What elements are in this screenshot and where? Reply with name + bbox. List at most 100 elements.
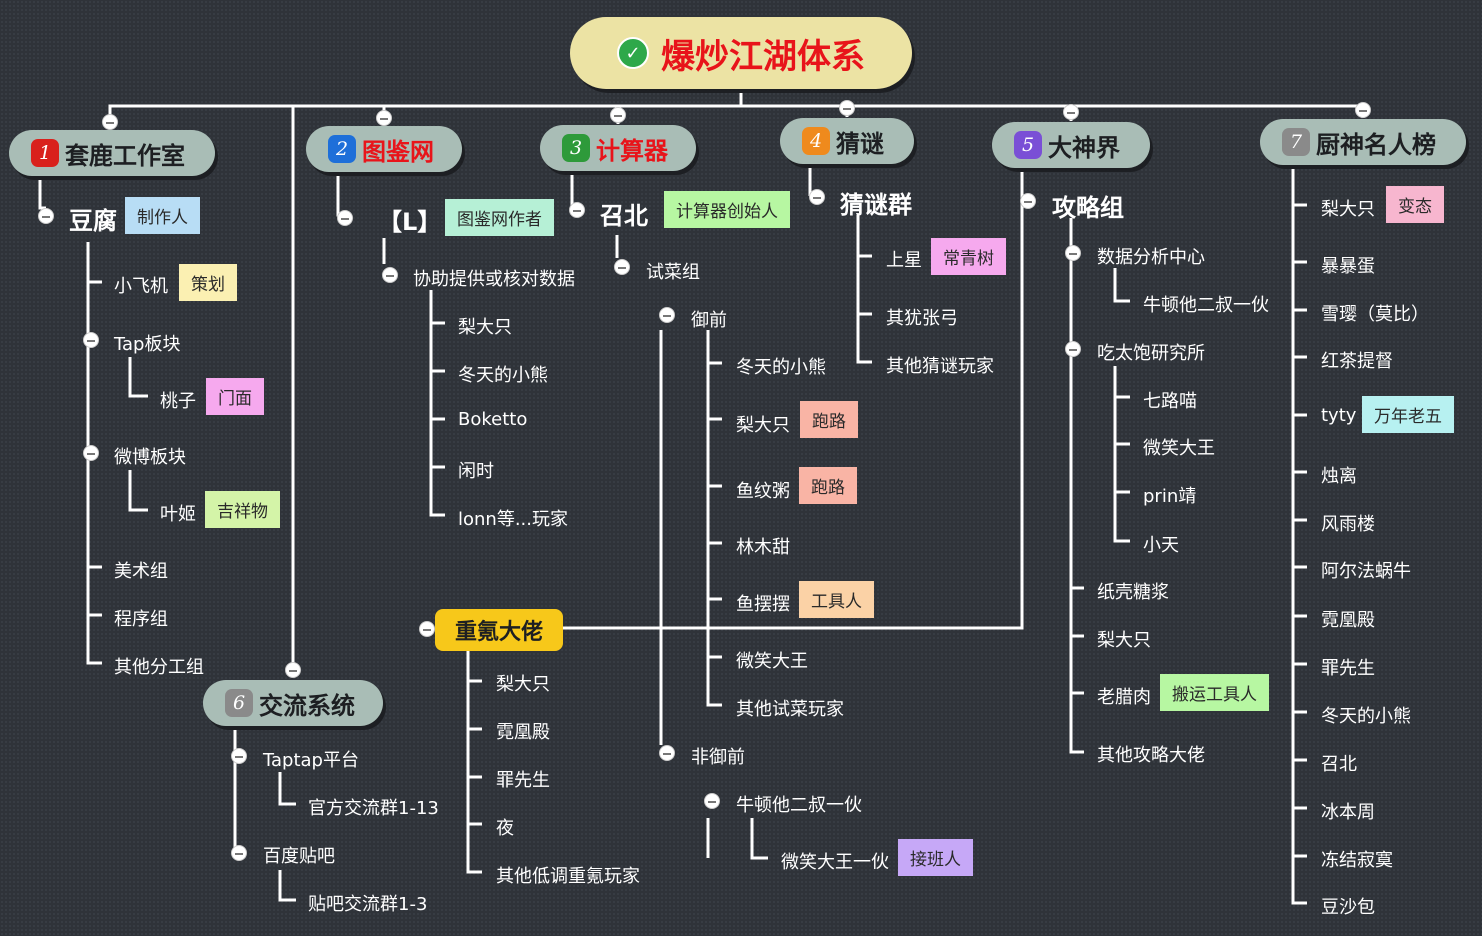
calc-item[interactable]: 微笑大王 bbox=[736, 651, 808, 672]
fame-item[interactable]: tyty bbox=[1321, 405, 1357, 426]
collapse-toggle-icon[interactable] bbox=[419, 621, 435, 637]
taolu-item[interactable]: 美术组 bbox=[114, 561, 168, 582]
exchange-baidu[interactable]: 百度贴吧 bbox=[263, 846, 335, 867]
taolu-item[interactable]: 微博板块 bbox=[114, 447, 186, 468]
fame-item[interactable]: 冰本周 bbox=[1321, 802, 1375, 823]
riddle-item[interactable]: 其他猜谜玩家 bbox=[886, 356, 994, 377]
fame-item[interactable]: 霓凰殿 bbox=[1321, 610, 1375, 631]
collapse-toggle-icon[interactable] bbox=[839, 100, 855, 116]
collapse-toggle-icon[interactable] bbox=[337, 210, 353, 226]
collapse-toggle-icon[interactable] bbox=[659, 745, 675, 761]
taolu-item[interactable]: Tap板块 bbox=[114, 334, 181, 355]
calc-yuqian[interactable]: 御前 bbox=[691, 310, 727, 331]
fame-item[interactable]: 冬天的小熊 bbox=[1321, 706, 1411, 727]
fame-item[interactable]: 烛离 bbox=[1321, 466, 1357, 487]
branch-3-calc[interactable]: 3 计算器 bbox=[540, 125, 696, 171]
taolu-item[interactable]: 叶姬 bbox=[160, 504, 196, 525]
collapse-toggle-icon[interactable] bbox=[102, 114, 118, 130]
collapse-toggle-icon[interactable] bbox=[382, 267, 398, 283]
exchange-item[interactable]: 官方交流群1-13 bbox=[308, 798, 439, 819]
calc-head[interactable]: 召北 bbox=[600, 202, 648, 230]
heavy-item[interactable]: 其他低调重氪玩家 bbox=[496, 866, 640, 887]
collapse-toggle-icon[interactable] bbox=[809, 189, 825, 205]
collapse-toggle-icon[interactable] bbox=[83, 332, 99, 348]
tujian-head[interactable]: 【L】 bbox=[378, 208, 442, 236]
master-item[interactable]: 小天 bbox=[1143, 535, 1179, 556]
branch-5-master[interactable]: 5 大神界 bbox=[992, 122, 1150, 168]
taolu-item[interactable]: 其他分工组 bbox=[114, 657, 204, 678]
master-item[interactable]: 梨大只 bbox=[1097, 630, 1151, 651]
riddle-item[interactable]: 上星 bbox=[886, 250, 922, 271]
heavy-spender-node[interactable]: 重氪大佬 bbox=[435, 609, 563, 651]
fame-item[interactable]: 豆沙包 bbox=[1321, 897, 1375, 918]
collapse-toggle-icon[interactable] bbox=[1065, 245, 1081, 261]
collapse-toggle-icon[interactable] bbox=[704, 793, 720, 809]
master-item[interactable]: 牛顿他二叔一伙 bbox=[1143, 295, 1269, 316]
calc-item[interactable]: 林木甜 bbox=[736, 537, 790, 558]
master-item[interactable]: 微笑大王 bbox=[1143, 438, 1215, 459]
tujian-item[interactable]: 梨大只 bbox=[458, 317, 512, 338]
collapse-toggle-icon[interactable] bbox=[285, 662, 301, 678]
calc-item[interactable]: 冬天的小熊 bbox=[736, 357, 826, 378]
collapse-toggle-icon[interactable] bbox=[83, 445, 99, 461]
root-topic[interactable]: ✓ 爆炒江湖体系 bbox=[570, 17, 912, 89]
collapse-toggle-icon[interactable] bbox=[659, 307, 675, 323]
master-item[interactable]: 纸壳糖浆 bbox=[1097, 582, 1169, 603]
master-head[interactable]: 攻略组 bbox=[1052, 194, 1124, 222]
fame-item[interactable]: 暴暴蛋 bbox=[1321, 256, 1375, 277]
fame-item[interactable]: 雪璎（莫比） bbox=[1321, 304, 1429, 325]
master-item[interactable]: prin靖 bbox=[1143, 486, 1197, 507]
collapse-toggle-icon[interactable] bbox=[610, 107, 626, 123]
calc-item[interactable]: 其他试菜玩家 bbox=[736, 699, 844, 720]
master-lab[interactable]: 吃太饱研究所 bbox=[1097, 343, 1205, 364]
collapse-toggle-icon[interactable] bbox=[569, 202, 585, 218]
calc-fei[interactable]: 非御前 bbox=[691, 747, 745, 768]
exchange-item[interactable]: 贴吧交流群1-3 bbox=[308, 894, 428, 915]
fame-item[interactable]: 冻结寂寞 bbox=[1321, 850, 1393, 871]
collapse-toggle-icon[interactable] bbox=[231, 845, 247, 861]
master-item[interactable]: 其他攻略大佬 bbox=[1097, 745, 1205, 766]
calc-item[interactable]: 鱼摆摆 bbox=[736, 594, 790, 615]
riddle-head[interactable]: 猜谜群 bbox=[840, 191, 912, 219]
heavy-item[interactable]: 霓凰殿 bbox=[496, 722, 550, 743]
fame-item[interactable]: 阿尔法蜗牛 bbox=[1321, 561, 1411, 582]
calc-fei-sub[interactable]: 牛顿他二叔一伙 bbox=[736, 795, 862, 816]
calc-item[interactable]: 鱼纹粥 bbox=[736, 481, 790, 502]
collapse-toggle-icon[interactable] bbox=[231, 748, 247, 764]
fame-item[interactable]: 召北 bbox=[1321, 754, 1357, 775]
taolu-item[interactable]: 小飞机 bbox=[114, 276, 168, 297]
collapse-toggle-icon[interactable] bbox=[1063, 104, 1079, 120]
taolu-head[interactable]: 豆腐 bbox=[69, 207, 117, 235]
fame-item[interactable]: 罪先生 bbox=[1321, 658, 1375, 679]
taolu-item[interactable]: 程序组 bbox=[114, 609, 168, 630]
fame-item[interactable]: 梨大只 bbox=[1321, 199, 1375, 220]
master-item[interactable]: 七路喵 bbox=[1143, 391, 1197, 412]
collapse-toggle-icon[interactable] bbox=[38, 208, 54, 224]
tujian-sub[interactable]: 协助提供或核对数据 bbox=[413, 269, 575, 290]
tujian-item[interactable]: 闲时 bbox=[458, 461, 494, 482]
tujian-item[interactable]: lonn等...玩家 bbox=[458, 509, 568, 530]
tujian-item[interactable]: Boketto bbox=[458, 409, 528, 430]
branch-7-fame[interactable]: 7 厨神名人榜 bbox=[1260, 119, 1466, 165]
fame-item[interactable]: 红茶提督 bbox=[1321, 351, 1393, 372]
master-data-center[interactable]: 数据分析中心 bbox=[1097, 247, 1205, 268]
calc-group[interactable]: 试菜组 bbox=[646, 262, 700, 283]
master-item[interactable]: 老腊肉 bbox=[1097, 687, 1151, 708]
calc-fei-leaf[interactable]: 微笑大王一伙 bbox=[781, 852, 889, 873]
collapse-toggle-icon[interactable] bbox=[1355, 102, 1371, 118]
fame-item[interactable]: 风雨楼 bbox=[1321, 514, 1375, 535]
branch-2-tujian[interactable]: 2 图鉴网 bbox=[306, 126, 462, 172]
branch-1-taolu[interactable]: 1 套鹿工作室 bbox=[9, 130, 215, 176]
collapse-toggle-icon[interactable] bbox=[614, 259, 630, 275]
calc-item[interactable]: 梨大只 bbox=[736, 415, 790, 436]
collapse-toggle-icon[interactable] bbox=[376, 110, 392, 126]
heavy-item[interactable]: 夜 bbox=[496, 818, 514, 839]
exchange-taptap[interactable]: Taptap平台 bbox=[263, 750, 359, 771]
branch-6-exchange[interactable]: 6 交流系统 bbox=[203, 680, 383, 726]
taolu-item[interactable]: 桃子 bbox=[160, 391, 196, 412]
heavy-item[interactable]: 梨大只 bbox=[496, 674, 550, 695]
branch-4-riddle[interactable]: 4 猜谜 bbox=[780, 118, 914, 164]
tujian-item[interactable]: 冬天的小熊 bbox=[458, 365, 548, 386]
collapse-toggle-icon[interactable] bbox=[1065, 341, 1081, 357]
collapse-toggle-icon[interactable] bbox=[1020, 193, 1036, 209]
